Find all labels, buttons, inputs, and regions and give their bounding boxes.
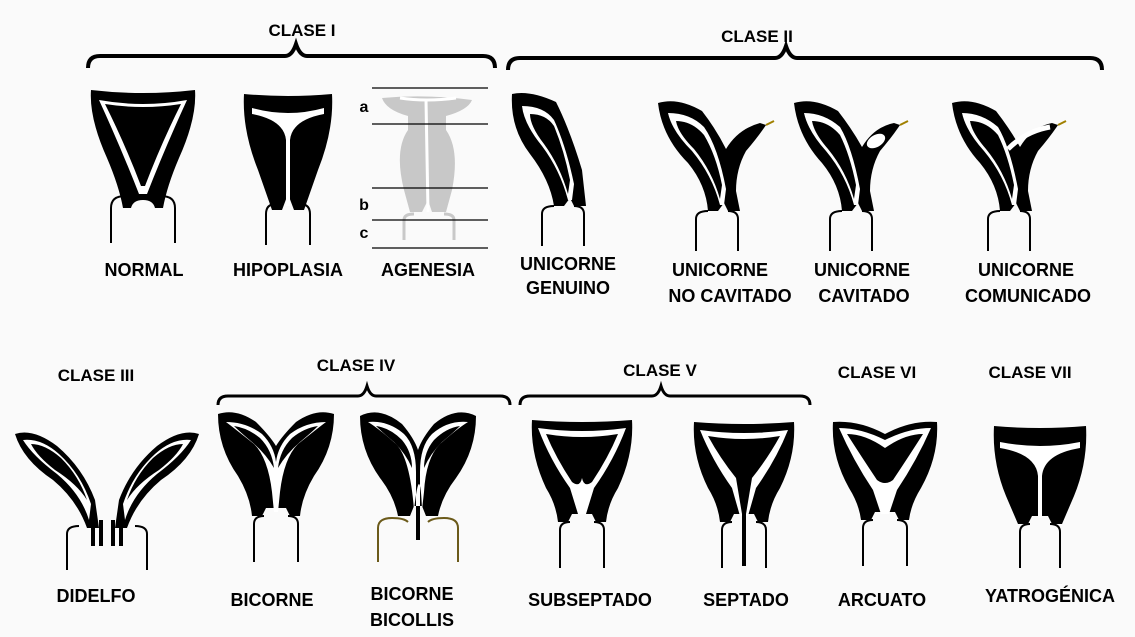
level-c: c — [360, 225, 369, 242]
figure-septado — [694, 422, 794, 568]
label-unicorne-cav-2: CAVITADO — [818, 286, 909, 306]
bracket-clase-1 — [88, 44, 495, 68]
label-subseptado: SUBSEPTADO — [528, 590, 652, 610]
label-didelfo: DIDELFO — [57, 586, 136, 606]
label-yatrogenica: YATROGÉNICA — [985, 585, 1115, 606]
figure-hipoplasia — [244, 94, 332, 245]
label-unicorne-cav-1: UNICORNE — [814, 260, 910, 280]
figure-normal — [91, 90, 195, 243]
title-clase-5: CLASE V — [623, 361, 697, 380]
figure-unicorne-comunicado — [952, 101, 1066, 251]
label-unicorne-com-2: COMUNICADO — [965, 286, 1091, 306]
bracket-clase-5 — [520, 386, 810, 405]
label-normal: NORMAL — [105, 260, 184, 280]
figure-unicorne-no-cavitado — [658, 101, 774, 251]
title-clase-6: CLASE VI — [838, 363, 916, 382]
figure-didelfo — [15, 433, 199, 571]
label-unicorne-genuino-1: UNICORNE — [520, 254, 616, 274]
label-unicorne-genuino-2: GENUINO — [526, 278, 610, 298]
label-unicorne-com-1: UNICORNE — [978, 260, 1074, 280]
level-a: a — [360, 99, 369, 116]
figure-unicorne-genuino — [512, 93, 586, 246]
level-b: b — [359, 197, 369, 214]
label-unicorne-nocav-2: NO CAVITADO — [668, 286, 791, 306]
figure-unicorne-cavitado — [794, 101, 908, 251]
figure-yatrogenica — [994, 426, 1087, 568]
label-arcuato: ARCUATO — [838, 590, 926, 610]
figure-arcuato — [833, 422, 937, 566]
figure-subseptado — [532, 420, 632, 568]
figure-agenesia — [372, 88, 488, 248]
label-hipoplasia: HIPOPLASIA — [233, 260, 343, 280]
title-clase-2: CLASE II — [721, 27, 793, 46]
bracket-clase-2 — [508, 46, 1102, 70]
title-clase-1: CLASE I — [268, 21, 335, 40]
title-clase-7: CLASE VII — [988, 363, 1071, 382]
label-unicorne-nocav-1: UNICORNE — [672, 260, 768, 280]
label-bicorne-bicollis-2: BICOLLIS — [370, 610, 454, 630]
title-clase-3: CLASE III — [58, 366, 135, 385]
label-agenesia: AGENESIA — [381, 260, 475, 280]
bracket-clase-4 — [218, 386, 510, 405]
label-septado: SEPTADO — [703, 590, 789, 610]
label-bicorne: BICORNE — [230, 590, 313, 610]
figure-bicorne — [218, 412, 334, 562]
label-bicorne-bicollis-1: BICORNE — [370, 584, 453, 604]
title-clase-4: CLASE IV — [317, 356, 396, 375]
figure-bicorne-bicollis — [360, 412, 476, 562]
